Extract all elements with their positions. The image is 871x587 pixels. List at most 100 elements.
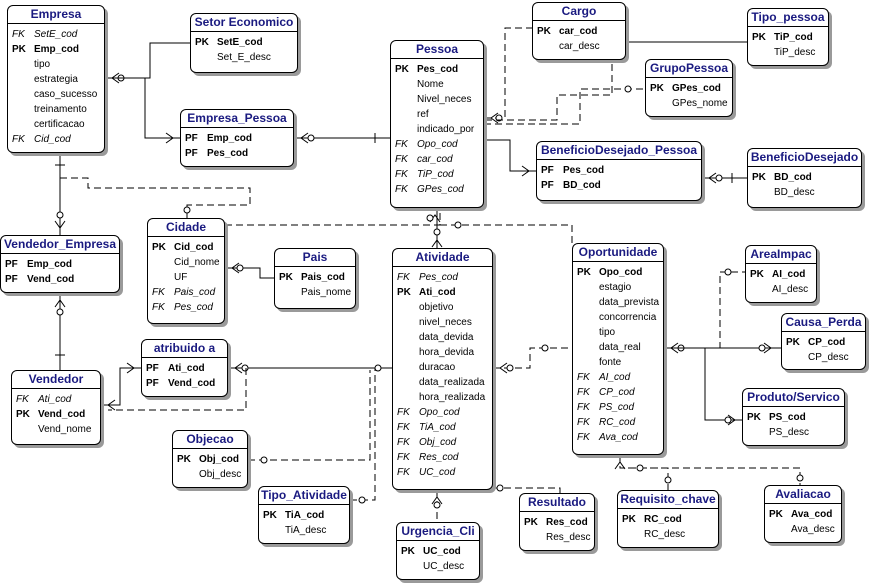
optional-marker [236,264,244,272]
optional-marker [724,416,732,424]
attribute-row: hora_devida [397,345,488,360]
entity-title: Empresa [8,6,104,24]
key-marker: PK [397,287,411,298]
attribute-name: car_cod [417,154,453,165]
attribute-name: Cid_cod [34,134,71,145]
attribute-row: UF [152,270,220,285]
attribute-name: AI_cod [599,372,631,383]
attribute-name: treinamento [34,104,87,115]
key-marker: FK [395,139,408,150]
attribute-name: Opo_cod [419,407,460,418]
attribute-row: objetivo [397,300,488,315]
entity-title: GrupoPessoa [646,60,732,78]
attribute-name: Nome [417,79,444,90]
entity-title: BeneficioDesejado [748,149,861,167]
attribute-name: UF [174,272,188,283]
attribute-name: Emp_cod [34,44,80,55]
crow-foot-marker [614,461,626,470]
entity-title: Requisito_chave [618,491,718,509]
attribute-row: data_prevista [577,295,659,310]
key-marker: PF [541,165,554,176]
optional-marker [374,364,382,372]
attribute-name: Ava_desc [791,524,835,535]
attribute-row: hora_realizada [397,390,488,405]
relationship-line [350,368,376,501]
attribute-name: estrategia [34,74,78,85]
entity-title: Vendedor [12,371,100,389]
crow-foot-marker [126,362,135,374]
relationship-line [105,42,190,79]
attribute-name: GPes_nome [672,98,728,109]
key-marker: PF [185,148,198,159]
attribute-name: CP_desc [808,352,849,363]
attribute-row: TiA_desc [263,523,345,538]
attribute-name: RC_desc [644,529,686,540]
relationship-line [484,139,536,172]
key-marker: PF [5,274,18,285]
key-marker: PK [195,37,209,48]
attribute-row: CP_desc [786,350,861,365]
attribute-row: GPes_nome [650,96,728,111]
attribute-name: Ava_cod [599,432,638,443]
attribute-row: tipo [12,57,100,72]
key-marker: FK [395,169,408,180]
attribute-row: TiP_desc [752,45,824,60]
attribute-row: concorrencia [577,310,659,325]
relationship-line [664,271,745,349]
attribute-row: Nivel_neces [395,92,479,107]
attribute-name: Pais_cod [301,272,345,283]
attribute-name: Ava_cod [791,509,833,520]
attribute-name: Res_cod [419,452,459,463]
attribute-row: Obj_desc [177,467,243,482]
key-marker: PK [524,517,538,528]
crow-foot-marker [231,262,240,274]
relationship-line [60,177,251,218]
attribute-name: Obj_desc [199,469,242,480]
entity-title: Empresa_Pessoa [181,110,293,128]
